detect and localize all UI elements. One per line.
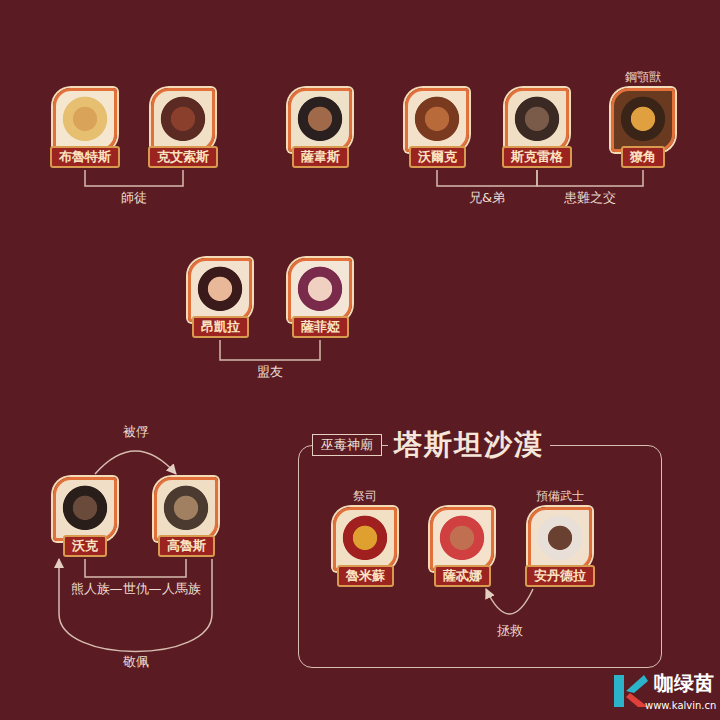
character-card: 預備武士安丹德拉 (525, 489, 595, 587)
relation-connector (486, 589, 533, 614)
relation-label: 熊人族—世仇—人馬族 (69, 581, 203, 597)
region-frame: 巫毒神廟塔斯坦沙漠祭司魯米蘇薩忒娜預備武士安丹德拉 (298, 430, 662, 668)
region-title-row: 巫毒神廟塔斯坦沙漠 (312, 430, 550, 460)
character-card: 鋼顎獸獠角 (611, 70, 675, 168)
relation-connector (85, 559, 186, 577)
role-heading: 鋼顎獸 (625, 70, 661, 85)
relation-label: 拯救 (495, 623, 525, 639)
watermark-text: 咖绿茵 (654, 672, 714, 695)
character-card: 沃爾克 (405, 88, 469, 168)
name-plate: 薩菲婭 (292, 316, 349, 338)
character-card: 薩忒娜 (430, 507, 494, 587)
character-portrait (188, 258, 252, 322)
relation-connector (437, 170, 537, 186)
character-portrait (154, 477, 218, 541)
name-plate: 薩韋斯 (292, 146, 349, 168)
character-card: 沃克 (53, 477, 117, 557)
character-card: 祭司魯米蘇 (333, 489, 397, 587)
character-portrait (430, 507, 494, 571)
name-plate: 克艾索斯 (148, 146, 218, 168)
watermark-url: www.kalvin.cn (645, 699, 716, 712)
temple-tag: 巫毒神廟 (312, 434, 382, 456)
name-plate: 沃爾克 (409, 146, 466, 168)
role-heading: 預備武士 (536, 489, 584, 504)
name-plate: 安丹德拉 (525, 565, 595, 587)
relation-label: 患難之交 (562, 190, 618, 206)
relation-connector (95, 451, 176, 474)
name-plate: 獠角 (621, 146, 665, 168)
watermark-logo (610, 671, 650, 711)
relation-label: 敬佩 (121, 654, 151, 670)
name-plate: 昂凱拉 (192, 316, 249, 338)
role-heading: 祭司 (353, 489, 377, 504)
character-portrait (611, 88, 675, 152)
region-title: 塔斯坦沙漠 (388, 430, 550, 460)
relation-label: 師徒 (119, 190, 149, 206)
character-card: 高魯斯 (154, 477, 218, 557)
relation-connector (220, 340, 320, 360)
character-portrait (53, 88, 117, 152)
character-card: 薩韋斯 (288, 88, 352, 168)
relation-label: 兄&弟 (467, 190, 507, 206)
relation-connector (85, 170, 183, 186)
character-card: 克艾索斯 (148, 88, 218, 168)
relation-label: 盟友 (255, 364, 285, 380)
name-plate: 斯克雷格 (502, 146, 572, 168)
relation-connector (537, 170, 643, 186)
character-card: 昂凱拉 (188, 258, 252, 338)
character-card: 布魯特斯 (50, 88, 120, 168)
character-portrait (53, 477, 117, 541)
character-portrait (151, 88, 215, 152)
relation-connector (59, 559, 212, 652)
character-card: 薩菲婭 (288, 258, 352, 338)
name-plate: 布魯特斯 (50, 146, 120, 168)
character-portrait (528, 507, 592, 571)
name-plate: 薩忒娜 (434, 565, 491, 587)
character-card: 斯克雷格 (502, 88, 572, 168)
character-portrait (333, 507, 397, 571)
character-portrait (505, 88, 569, 152)
character-portrait (405, 88, 469, 152)
relation-label: 被俘 (121, 424, 151, 440)
character-portrait (288, 258, 352, 322)
character-portrait (288, 88, 352, 152)
name-plate: 魯米蘇 (337, 565, 394, 587)
name-plate: 沃克 (63, 535, 107, 557)
name-plate: 高魯斯 (158, 535, 215, 557)
